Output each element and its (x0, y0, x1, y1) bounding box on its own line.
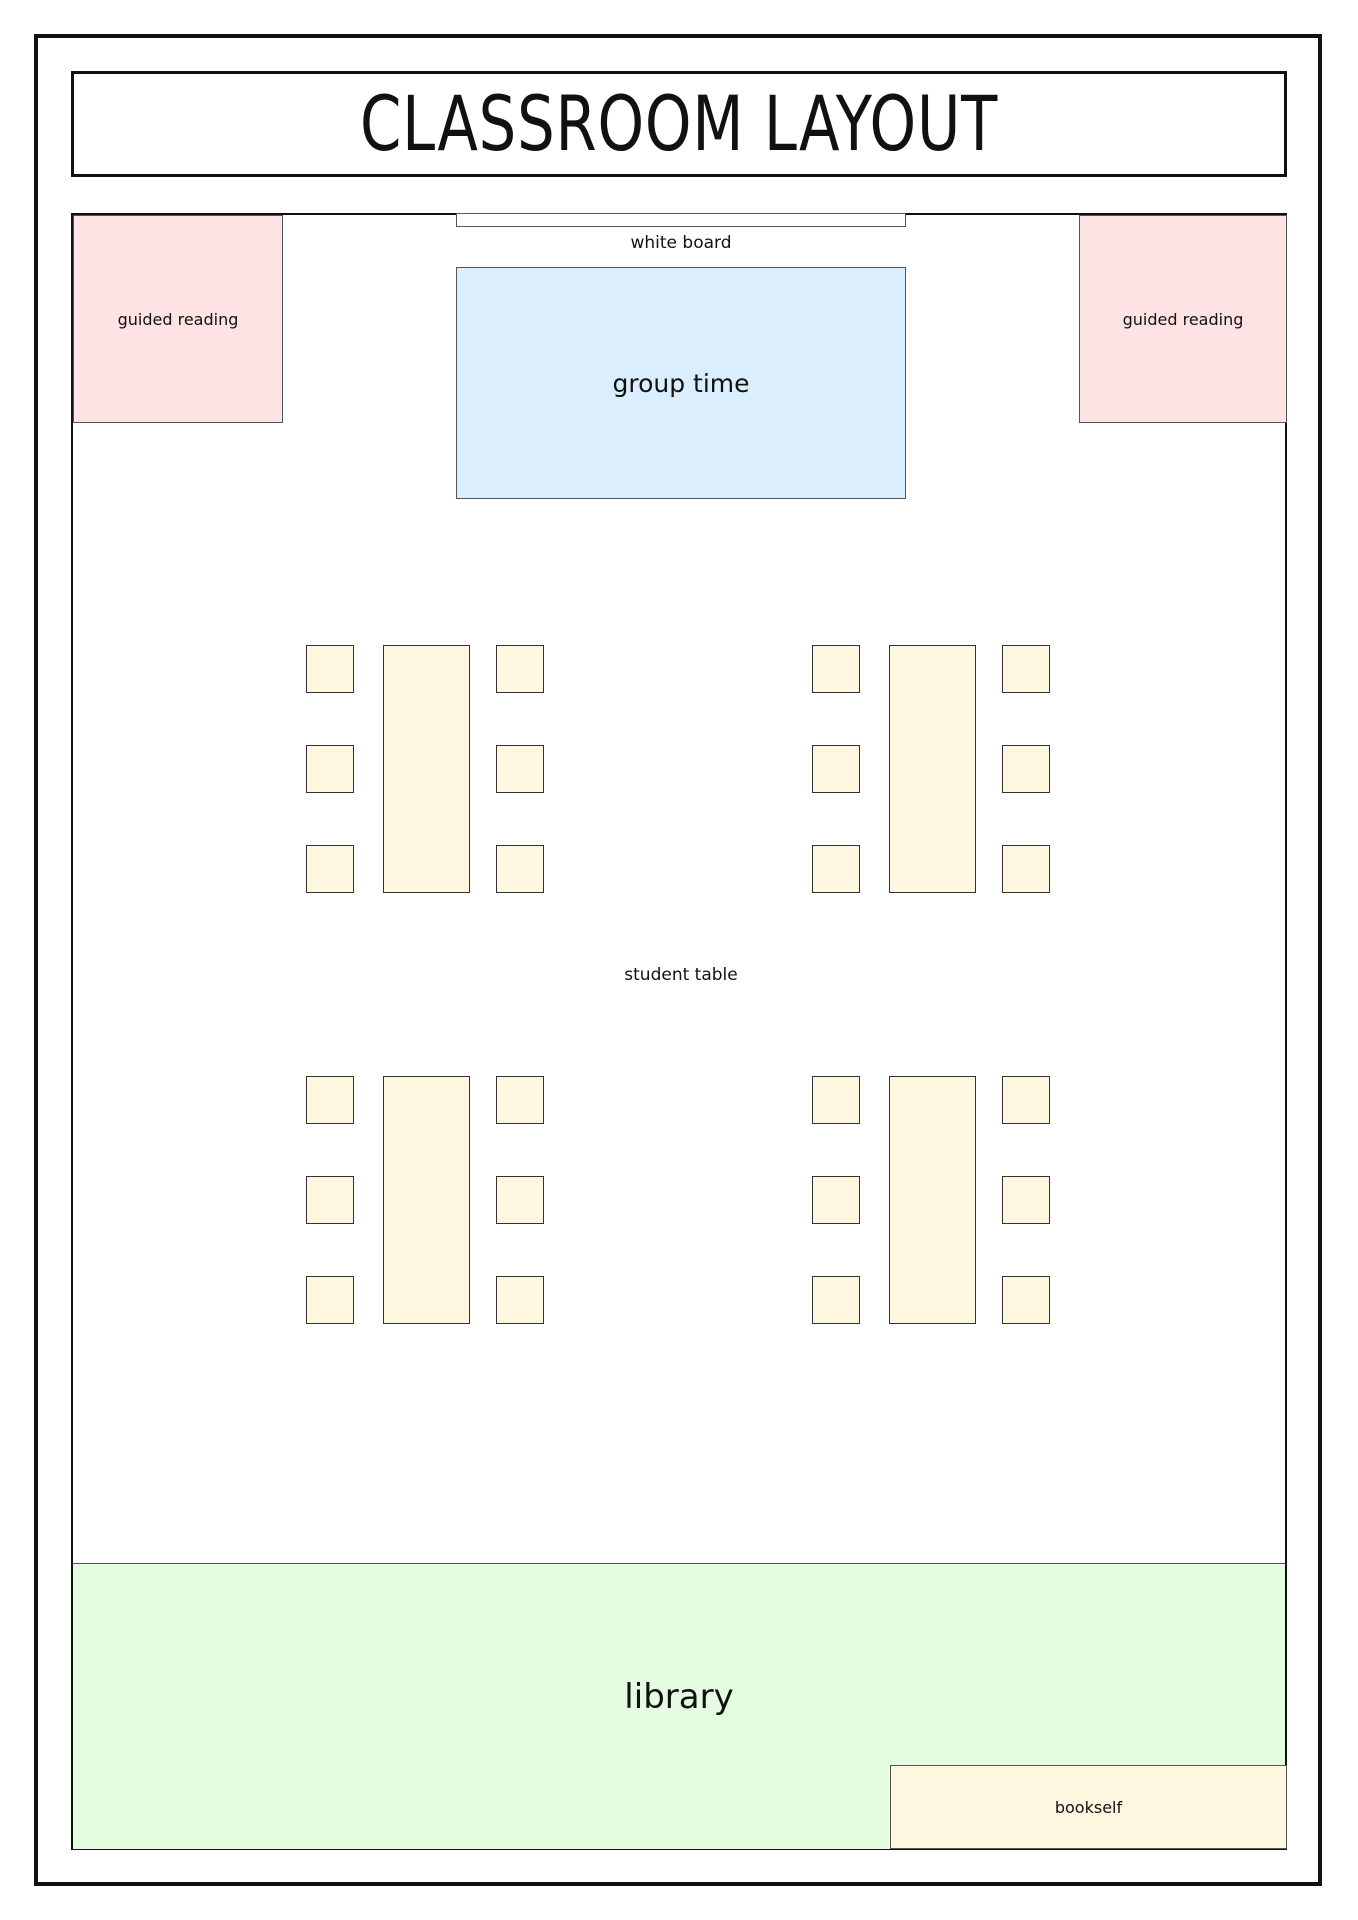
chair-3-left-1 (306, 1076, 354, 1124)
guided-reading-right-label: guided reading (1122, 309, 1244, 329)
student-table-label: student table (624, 965, 738, 985)
group-time-area: group time (456, 267, 906, 499)
chair-1-left-2 (306, 745, 354, 793)
chair-4-left-2 (812, 1176, 860, 1224)
white-board (456, 213, 906, 227)
library-label: library (624, 1676, 734, 1717)
chair-2-right-2 (1002, 745, 1050, 793)
student-table-3 (383, 1076, 470, 1324)
chair-4-right-1 (1002, 1076, 1050, 1124)
chair-1-left-1 (306, 645, 354, 693)
chair-3-left-3 (306, 1276, 354, 1324)
page-title: CLASSROOM LAYOUT (359, 79, 999, 168)
chair-3-left-2 (306, 1176, 354, 1224)
chair-2-left-3 (812, 845, 860, 893)
bookshelf-label: bookself (1054, 1797, 1123, 1817)
student-table-2 (889, 645, 976, 893)
chair-2-left-2 (812, 745, 860, 793)
chair-3-right-1 (496, 1076, 544, 1124)
guided-reading-left: guided reading (73, 215, 283, 423)
white-board-label: white board (630, 233, 732, 253)
chair-1-right-3 (496, 845, 544, 893)
chair-3-right-3 (496, 1276, 544, 1324)
chair-2-right-1 (1002, 645, 1050, 693)
chair-4-right-2 (1002, 1176, 1050, 1224)
bookshelf: bookself (890, 1765, 1287, 1849)
classroom-floor: guided reading guided reading white boar… (71, 213, 1287, 1850)
chair-3-right-2 (496, 1176, 544, 1224)
guided-reading-left-label: guided reading (117, 309, 239, 329)
chair-2-left-1 (812, 645, 860, 693)
title-box: CLASSROOM LAYOUT (71, 71, 1287, 177)
chair-1-right-1 (496, 645, 544, 693)
chair-2-right-3 (1002, 845, 1050, 893)
chair-1-left-3 (306, 845, 354, 893)
chair-1-right-2 (496, 745, 544, 793)
chair-4-left-1 (812, 1076, 860, 1124)
page-border (34, 34, 1322, 1886)
student-table-4 (889, 1076, 976, 1324)
guided-reading-right: guided reading (1079, 215, 1287, 423)
student-table-1 (383, 645, 470, 893)
group-time-label: group time (612, 368, 750, 398)
chair-4-left-3 (812, 1276, 860, 1324)
chair-4-right-3 (1002, 1276, 1050, 1324)
